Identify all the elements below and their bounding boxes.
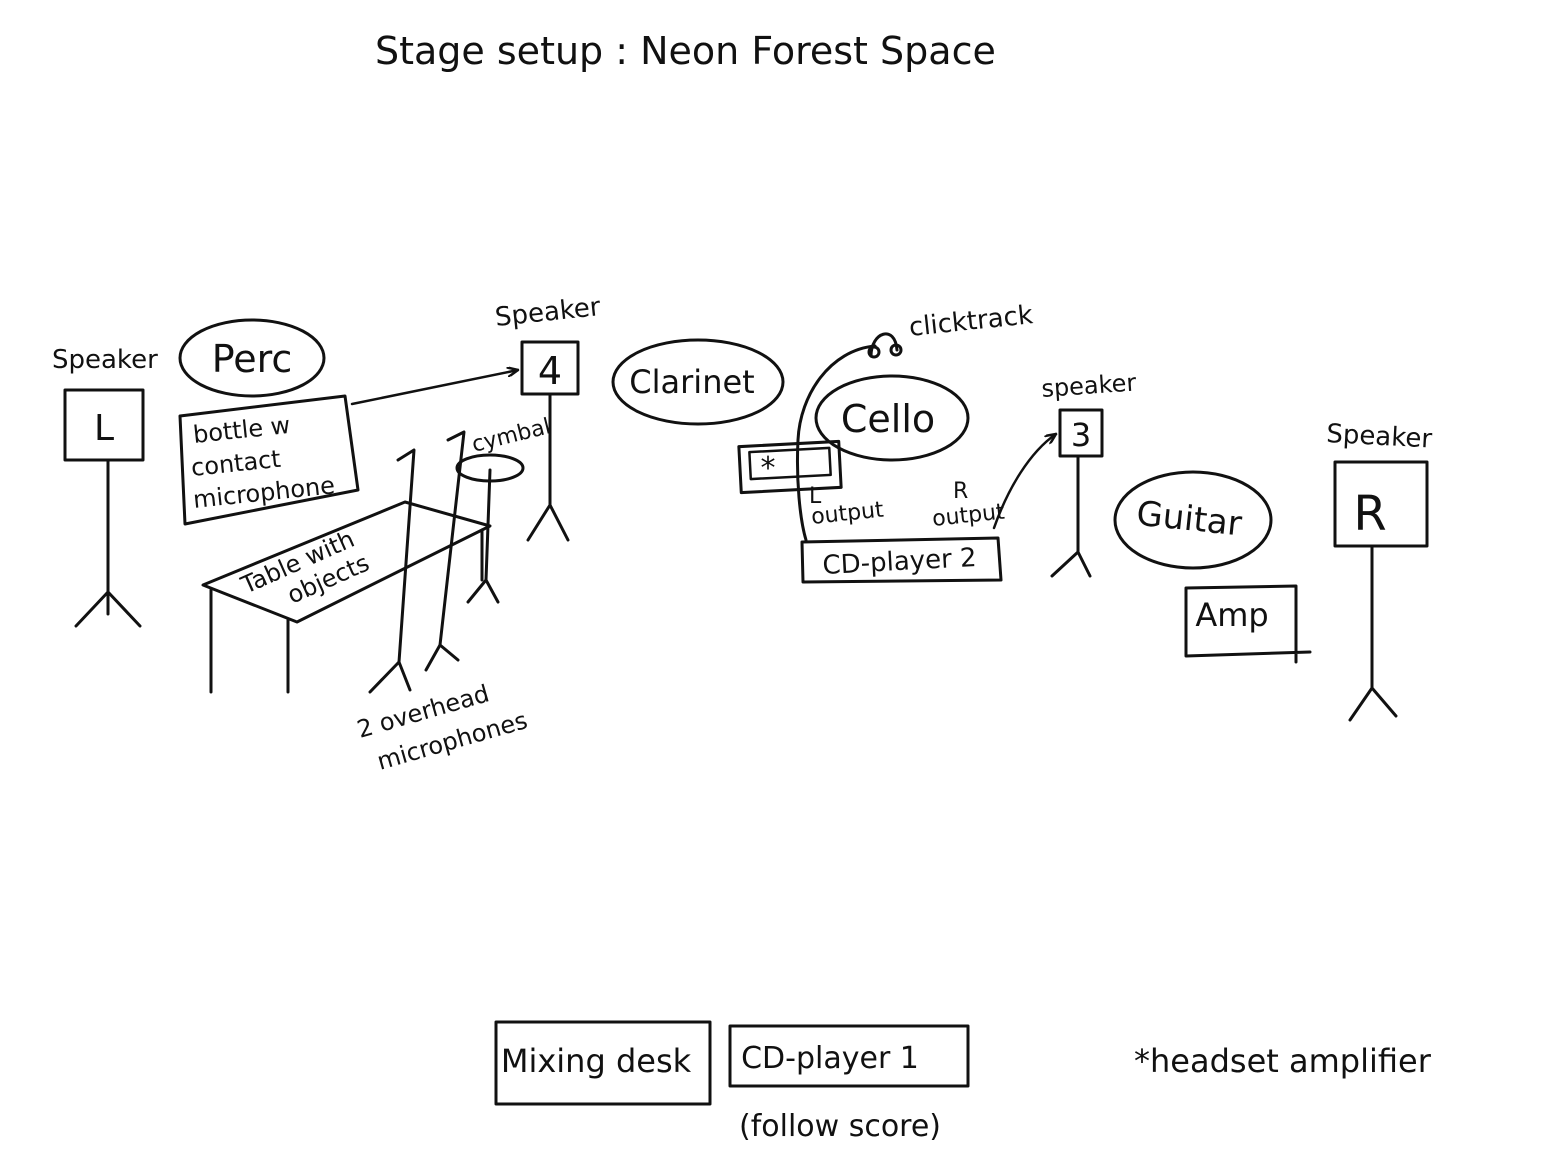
- perc-label: Perc: [212, 337, 293, 381]
- table-with-objects: Table with objects: [201, 500, 492, 694]
- headset-amp-inner: [748, 446, 832, 481]
- bottle-label-line2: contact: [190, 445, 282, 482]
- bottle-label-line1: bottle w: [192, 411, 292, 449]
- speaker-3: speaker 3: [1040, 368, 1137, 578]
- cd-player-2: L output R output CD-player 2: [800, 434, 1056, 584]
- speaker-right-box: [1333, 460, 1429, 548]
- cd-player-1-box: [728, 1024, 970, 1088]
- guitar-amp: Amp: [1184, 584, 1312, 664]
- overhead-microphones: 2 overhead microphones: [354, 430, 531, 776]
- overhead-mic-1: [396, 448, 416, 664]
- cd-player-2-box: [800, 536, 1003, 584]
- r-output-line1: R: [953, 479, 968, 504]
- speaker-3-box: [1058, 408, 1104, 458]
- cymbal-stand: [484, 468, 492, 582]
- speaker-left-tripod: [74, 590, 142, 628]
- headphones-right-cup: [889, 343, 903, 357]
- speaker-left-box: [63, 388, 145, 462]
- follow-score-label: (follow score): [739, 1109, 941, 1144]
- guitar-label: Guitar: [1135, 494, 1244, 545]
- cello-position: Cello: [814, 374, 970, 462]
- speaker-right-tripod: [1348, 686, 1398, 722]
- clarinet-ellipse: [611, 338, 785, 426]
- overhead-mic-2-tripod: [424, 643, 460, 672]
- speaker-right-caption: Speaker: [1326, 419, 1433, 455]
- cymbal-tripod: [466, 578, 500, 604]
- cd-player-1-label: CD-player 1: [741, 1041, 919, 1076]
- speaker-3-label: 3: [1071, 416, 1091, 454]
- speaker-right-label: R: [1353, 486, 1386, 542]
- speaker-left-label: L: [94, 408, 114, 449]
- guitar-position: Guitar: [1113, 470, 1273, 570]
- clarinet-label: Clarinet: [629, 363, 754, 401]
- speaker-4-label: 4: [538, 349, 562, 393]
- bottle-to-speaker4-arrow: [350, 370, 518, 406]
- table-top: [201, 500, 492, 624]
- overhead-mic-1-tripod: [368, 660, 412, 694]
- cymbal-label: cymbal: [469, 414, 553, 458]
- overhead-mic-2: [438, 430, 466, 647]
- l-output-line1: L: [809, 484, 822, 509]
- legend-headset-amplifier: *headset amplifier: [1134, 1042, 1432, 1080]
- bottle-box: [178, 394, 360, 526]
- speaker-left: Speaker L: [52, 345, 158, 628]
- speaker-4-caption: Speaker: [494, 292, 603, 333]
- speaker-right: Speaker R: [1326, 419, 1433, 722]
- headset-amp-symbol: *: [761, 451, 776, 486]
- speaker-3-caption: speaker: [1040, 368, 1137, 403]
- cello-ellipse: [814, 374, 970, 462]
- guitar-ellipse: [1113, 470, 1273, 570]
- mixing-desk-label: Mixing desk: [501, 1042, 692, 1080]
- speaker-3-tripod: [1050, 550, 1092, 578]
- cd-player-2-label: CD-player 2: [822, 543, 977, 581]
- speaker-left-caption: Speaker: [52, 345, 158, 375]
- perc-ellipse: [178, 318, 326, 398]
- amp-box: [1184, 584, 1312, 664]
- diagram-title: Stage setup : Neon Forest Space: [375, 29, 996, 73]
- table-legs: [209, 528, 484, 694]
- speaker-4: Speaker 4: [494, 292, 603, 542]
- headset-amplifier: *: [737, 439, 843, 495]
- clicktrack-label: clicktrack: [908, 300, 1035, 343]
- mixing-desk: Mixing desk: [494, 1020, 712, 1106]
- cymbal: cymbal: [455, 414, 553, 604]
- headset-amp-outer: [737, 439, 843, 495]
- speaker-4-tripod: [526, 503, 570, 542]
- mixing-desk-box: [494, 1020, 712, 1106]
- perc-position: Perc: [178, 318, 326, 398]
- clicktrack-cable: [795, 344, 877, 542]
- l-output-line2: output: [810, 497, 885, 529]
- cd-player-1: CD-player 1 (follow score): [728, 1024, 970, 1144]
- cello-label: Cello: [841, 397, 935, 441]
- r-output-to-speaker3-arrow: [992, 434, 1056, 530]
- amp-label: Amp: [1195, 596, 1268, 634]
- clarinet-position: Clarinet: [611, 338, 785, 426]
- headphones-left-cup: [867, 345, 881, 359]
